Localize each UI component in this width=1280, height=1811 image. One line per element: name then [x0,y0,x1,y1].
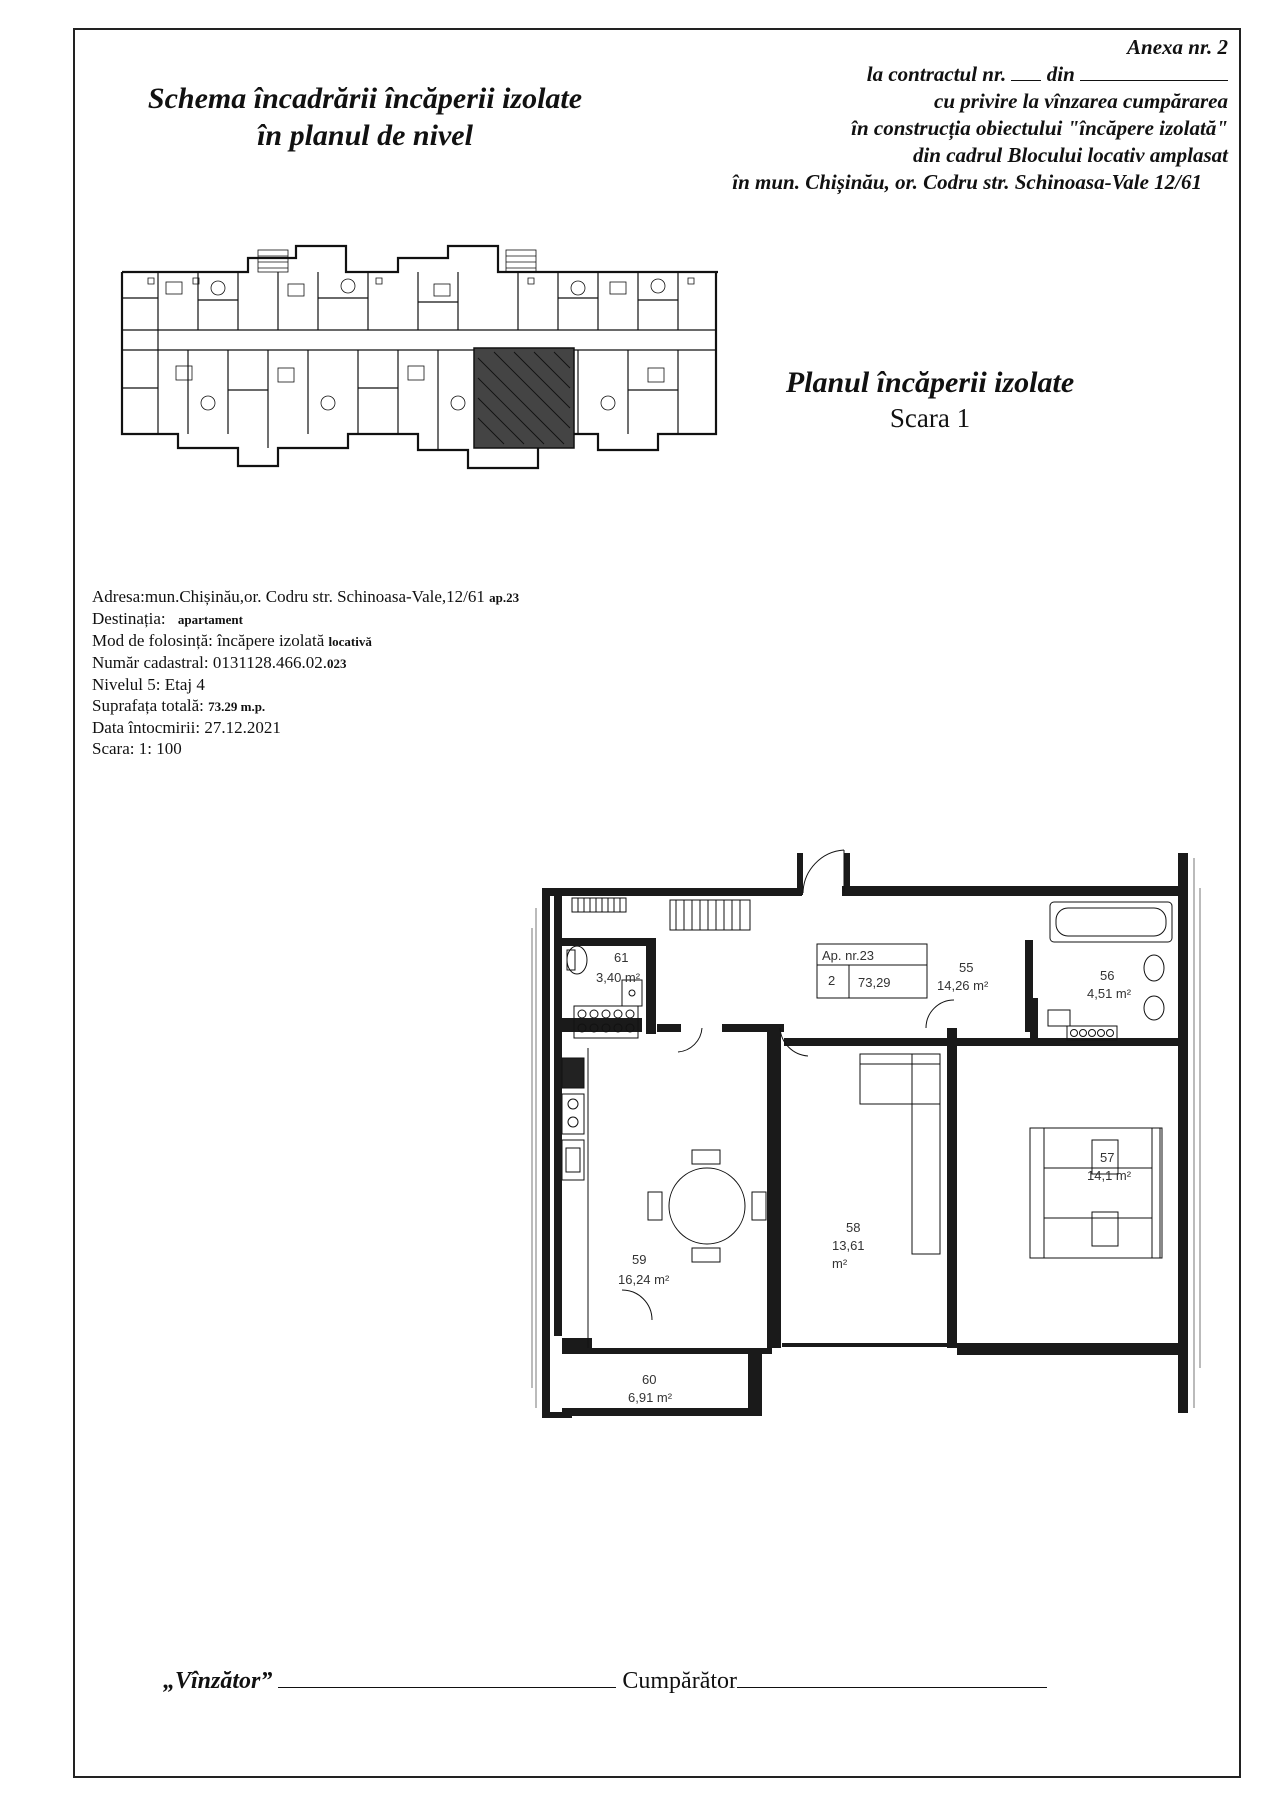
room-number: 55 [959,960,973,975]
page-border [73,28,1241,1778]
room-number: 61 [614,950,628,965]
room-area: 3,40 m² [596,970,641,985]
room-number: 57 [1100,1150,1114,1165]
seller-signature-field [278,1669,617,1688]
room-area: 14,1 m² [1087,1168,1132,1183]
annex-line-3: în construcția obiectului "încăpere izol… [851,116,1228,140]
annex-contract-line: la contractul nr. din [732,61,1228,88]
apartment-floor-plan: Ap. nr.23 2 73,29 61 3,40 m² 55 14,26 m²… [531,849,1201,1418]
plan-title: Planul încăperii izolate Scara 1 [785,366,1075,433]
room-unit: m² [832,1256,848,1271]
room-number: 60 [642,1372,656,1387]
annex-line-2: cu privire la vînzarea cumpărarea [934,89,1228,113]
info-cadastral: Număr cadastral: 0131128.466.02.023 [92,653,347,672]
annex-line-5: în mun. Chișinău, or. Codru str. Schinoa… [732,170,1202,194]
apartment-rooms-count: 2 [828,973,835,988]
apartment-total-area: 73,29 [858,975,891,990]
room-number: 58 [846,1220,860,1235]
room-area: 4,51 m² [1087,986,1132,1001]
info-destination: Destinația: apartament [92,609,243,628]
annex-header: Anexa nr. 2 la contractul nr. din cu pri… [732,34,1228,196]
info-address: Adresa:mun.Chișinău,or. Codru str. Schin… [92,587,520,606]
annex-title: Anexa nr. 2 [1127,35,1228,59]
seller-label: „Vînzător” [163,1668,273,1694]
room-area: 6,91 m² [628,1390,673,1405]
highlighted-apartment [473,347,575,449]
property-info: Adresa:mun.Chișinău,or. Codru str. Schin… [92,586,519,759]
scheme-title: Schema încadrării încăperii izolate în p… [147,82,583,152]
building-level-plan [120,244,718,470]
annex-line-4: din cadrul Blocului locativ amplasat [912,143,1228,167]
buyer-label: Cumpărător [622,1668,738,1694]
room-area: 13,61 [832,1238,865,1253]
signature-line: „Vînzător” Cumpărător [163,1668,1048,1695]
room-number: 59 [632,1252,646,1267]
room-area: 14,26 m² [937,978,989,993]
info-date: Data întocmirii: 27.12.2021 [92,718,281,737]
room-area: 16,24 m² [618,1272,670,1287]
room-number: 56 [1100,968,1114,983]
info-use: Mod de folosință: încăpere izolată locat… [92,631,372,650]
buyer-signature-field [737,1669,1048,1688]
info-level: Nivelul 5: Etaj 4 [92,675,205,694]
apartment-label: Ap. nr.23 [822,948,874,963]
info-scale: Scara: 1: 100 [92,739,182,758]
info-area: Suprafața totală: 73.29 m.p. [92,696,266,715]
